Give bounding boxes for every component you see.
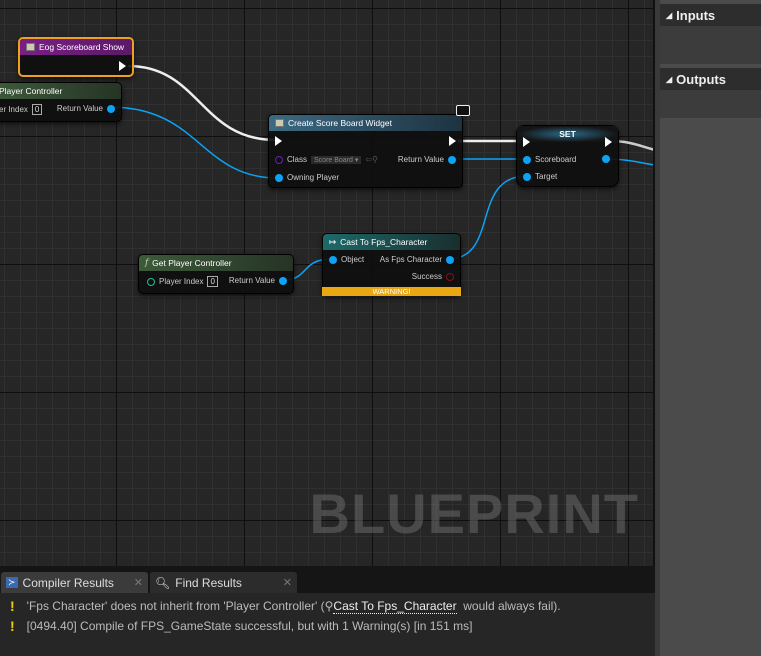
exec-in-pin[interactable]	[275, 136, 282, 146]
pin-label: Player Index	[159, 277, 204, 286]
collapse-icon: ◢	[666, 10, 673, 20]
return-value-pin[interactable]	[448, 155, 456, 164]
tab-find-results[interactable]: 🔍︎ Find Results ✕	[150, 572, 297, 593]
message-text: would always fail).	[463, 599, 561, 613]
object-pin[interactable]	[329, 255, 337, 264]
message-text: [0494.40] Compile of FPS_GameState succe…	[26, 619, 473, 633]
pin-label: Return Value	[228, 276, 275, 285]
inputs-section: ◢Inputs	[660, 4, 761, 64]
search-icon: ⚲	[324, 599, 334, 613]
player-index-pin[interactable]	[147, 277, 155, 286]
pin-label: Return Value	[56, 104, 103, 113]
pin-label: Success	[411, 272, 442, 281]
warning-icon: !	[10, 598, 15, 614]
close-icon[interactable]: ✕	[282, 577, 292, 589]
results-panel: ≻ Compiler Results ✕ 🔍︎ Find Results ✕ ! 'Fps…	[0, 566, 655, 656]
blueprint-watermark: BLUEPRINT	[309, 482, 639, 545]
set-node[interactable]: SET Scoreboard Target	[516, 125, 619, 187]
function-icon	[275, 119, 284, 127]
class-pin[interactable]	[275, 155, 283, 164]
close-icon[interactable]: ✕	[133, 577, 143, 589]
outputs-header[interactable]: ◢Outputs	[660, 68, 761, 90]
scoreboard-out-pin[interactable]	[602, 155, 610, 163]
node-link[interactable]: Cast To Fps_Character	[333, 599, 457, 614]
cast-icon: ↦	[329, 236, 337, 247]
function-icon: f	[145, 258, 149, 268]
collapse-icon: ◢	[666, 74, 673, 84]
search-icon: 🔍︎	[155, 575, 171, 590]
return-value-pin[interactable]	[279, 276, 287, 285]
pin-label: As Fps Character	[379, 255, 442, 264]
outputs-section: ◢Outputs	[660, 68, 761, 118]
scoreboard-pin[interactable]	[523, 155, 531, 164]
details-panel: ◢Inputs ◢Outputs	[660, 0, 761, 656]
pin-label: er Index	[0, 105, 28, 114]
node-title: Player Controller	[0, 86, 63, 96]
exec-out-pin[interactable]	[449, 136, 456, 146]
browse-icon[interactable]: ⇦⚲	[365, 155, 378, 164]
data-wire	[109, 106, 279, 179]
event-icon	[26, 43, 35, 51]
class-value: Score Board	[314, 156, 353, 164]
inputs-header[interactable]: ◢Inputs	[660, 4, 761, 26]
tab-label: Compiler Results	[22, 575, 114, 590]
cast-node[interactable]: ↦Cast To Fps_Character Object As Fps Cha…	[322, 233, 461, 296]
node-title: Eog Scoreboard Show	[39, 42, 125, 52]
node-title: SET	[559, 129, 576, 139]
message-row: ! 'Fps Character' does not inherit from '…	[0, 596, 655, 616]
message-text: 'Fps Character' does not inherit from 'P…	[26, 599, 325, 613]
pin-label: Object	[341, 255, 365, 264]
target-pin[interactable]	[523, 172, 531, 181]
pin-label: Target	[535, 172, 558, 181]
exec-in-pin[interactable]	[523, 137, 530, 147]
pin-label: Scoreboard	[535, 155, 577, 164]
player-index-input[interactable]: 0	[31, 104, 43, 115]
node-title: Get Player Controller	[152, 258, 232, 268]
pin-label: Return Value	[397, 155, 444, 164]
widget-icon	[456, 105, 470, 116]
warning-banner: WARNING!	[322, 287, 461, 296]
pin-label: Class	[287, 155, 308, 164]
as-fps-character-pin[interactable]	[446, 255, 454, 264]
return-value-pin[interactable]	[107, 104, 115, 113]
node-title: Cast To Fps_Character	[340, 237, 428, 247]
message-row: ! [0494.40] Compile of FPS_GameState succ…	[0, 616, 655, 636]
data-wire	[447, 175, 528, 260]
outputs-body	[660, 90, 761, 118]
outputs-label: Outputs	[676, 71, 726, 87]
node-title: Create Score Board Widget	[288, 118, 392, 128]
class-dropdown[interactable]: Score Board ▾	[311, 155, 362, 164]
player-index-input[interactable]: 0	[207, 276, 218, 287]
console-icon: ≻	[6, 577, 18, 588]
exec-wire	[127, 64, 277, 142]
owning-player-pin[interactable]	[275, 173, 283, 182]
warning-icon: !	[10, 618, 15, 634]
inputs-label: Inputs	[676, 7, 716, 23]
event-node[interactable]: Eog Scoreboard Show	[18, 37, 134, 77]
inputs-body	[660, 26, 761, 64]
pin-label: Owning Player	[287, 173, 340, 182]
exec-out-pin[interactable]	[605, 137, 612, 147]
exec-out-pin[interactable]	[119, 61, 126, 71]
success-pin[interactable]	[446, 272, 454, 281]
blueprint-graph[interactable]: Eog Scoreboard Show Player Controller er…	[0, 0, 655, 566]
tab-compiler-results[interactable]: ≻ Compiler Results ✕	[1, 572, 148, 593]
tab-label: Find Results	[175, 575, 242, 590]
